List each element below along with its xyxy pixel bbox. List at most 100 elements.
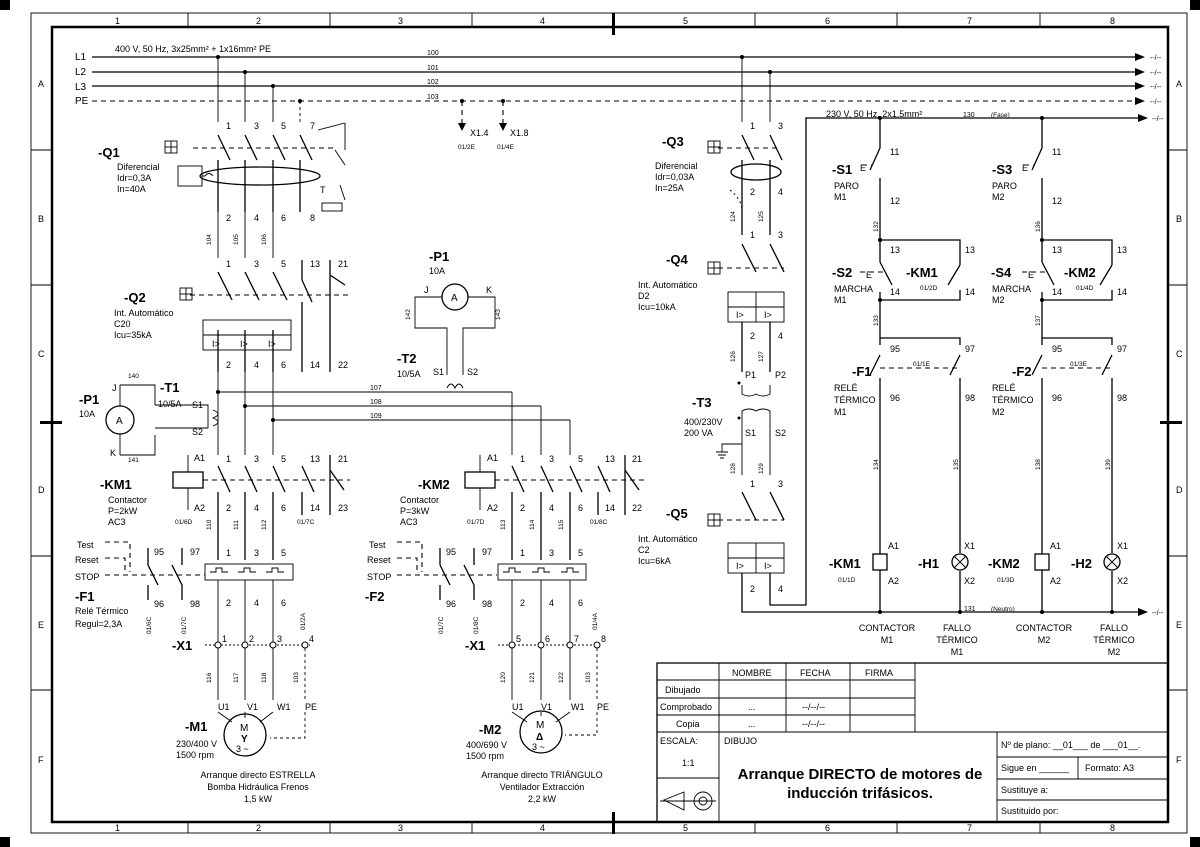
component-tag: -Q1 xyxy=(98,145,120,160)
svg-text:3: 3 xyxy=(778,230,783,240)
svg-text:22: 22 xyxy=(338,360,348,370)
component-desc: Diferencial xyxy=(655,161,698,171)
component-tag: -H2 xyxy=(1071,556,1092,571)
column-label: 8 xyxy=(1110,823,1115,833)
svg-text:4: 4 xyxy=(549,598,554,608)
plan-number: Nº de plano: __01___ de ___01__. xyxy=(1001,740,1140,750)
component-tag: -KM2 xyxy=(1064,265,1096,280)
svg-text:137: 137 xyxy=(1035,315,1042,326)
svg-text:13: 13 xyxy=(310,454,320,464)
column-label: 6 xyxy=(825,16,830,26)
control-caption: M1 xyxy=(881,635,894,645)
svg-text:4: 4 xyxy=(549,503,554,513)
column-label: 4 xyxy=(540,16,545,26)
svg-text:127: 127 xyxy=(758,351,765,362)
bus-line-label: L3 xyxy=(75,82,87,93)
svg-text:V1: V1 xyxy=(541,702,552,712)
reset-button-label: Reset xyxy=(75,555,99,565)
control-caption: M1 xyxy=(951,647,964,657)
formato: Formato: A3 xyxy=(1085,763,1134,773)
svg-text:I>: I> xyxy=(212,339,220,349)
component-desc: In=40A xyxy=(117,184,146,194)
cross-ref: 01/8C xyxy=(590,519,608,526)
svg-text:3: 3 xyxy=(549,454,554,464)
svg-text:14: 14 xyxy=(605,503,615,513)
component-desc: AC3 xyxy=(108,517,126,527)
test-button-label: Test xyxy=(369,540,386,550)
svg-text:A: A xyxy=(451,293,458,304)
column-label: 1 xyxy=(115,823,120,833)
svg-text:21: 21 xyxy=(338,259,348,269)
svg-text:4: 4 xyxy=(778,187,783,197)
svg-text:A1: A1 xyxy=(888,541,899,551)
svg-text:120: 120 xyxy=(500,672,507,683)
svg-text:X2: X2 xyxy=(1117,576,1128,586)
title-block-row-label: Comprobado xyxy=(660,702,712,712)
svg-text:112: 112 xyxy=(261,519,268,530)
svg-text:12: 12 xyxy=(1052,196,1062,206)
component-desc: Icu=35kA xyxy=(114,330,152,340)
svg-text:124: 124 xyxy=(730,211,737,222)
component-desc: M2 xyxy=(992,192,1005,202)
svg-text:107: 107 xyxy=(370,385,382,392)
svg-text:96: 96 xyxy=(890,393,900,403)
svg-text:1: 1 xyxy=(226,454,231,464)
svg-text:--/--: --/-- xyxy=(1152,610,1164,617)
svg-text:6: 6 xyxy=(578,503,583,513)
bus-line-label: L1 xyxy=(75,52,87,63)
svg-text:14: 14 xyxy=(1117,287,1127,297)
svg-text:J: J xyxy=(112,383,117,393)
svg-text:6: 6 xyxy=(281,213,286,223)
svg-text:7: 7 xyxy=(574,634,579,644)
svg-text:E: E xyxy=(1022,163,1028,173)
component-desc: MARCHA xyxy=(992,284,1031,294)
svg-text:2: 2 xyxy=(520,503,525,513)
component-rating: 10A xyxy=(79,409,95,419)
svg-text:PE: PE xyxy=(597,702,609,712)
svg-text:116: 116 xyxy=(206,672,213,683)
svg-text:01/8C: 01/8C xyxy=(473,616,480,634)
component-desc: TÉRMICO xyxy=(992,395,1034,405)
component-tag: -P1 xyxy=(429,249,449,264)
bus-line-label: PE xyxy=(75,96,89,107)
svg-text:A: A xyxy=(116,416,123,427)
svg-text:3: 3 xyxy=(254,454,259,464)
svg-text:I>: I> xyxy=(736,310,744,320)
svg-text:5: 5 xyxy=(281,454,286,464)
control-caption: M2 xyxy=(1108,647,1121,657)
svg-text:21: 21 xyxy=(338,454,348,464)
svg-text:3: 3 xyxy=(277,634,282,644)
svg-text:P1: P1 xyxy=(745,370,756,380)
svg-text:2: 2 xyxy=(249,634,254,644)
svg-text:7: 7 xyxy=(310,121,315,131)
component-desc: C2 xyxy=(638,545,650,555)
svg-text:21: 21 xyxy=(632,454,642,464)
svg-text:1500 rpm: 1500 rpm xyxy=(466,751,504,761)
svg-text:97: 97 xyxy=(1117,344,1127,354)
control-caption: FALLO xyxy=(1100,623,1128,633)
title-block-header: FECHA xyxy=(800,668,831,678)
continuation-ref: --/-- xyxy=(1150,99,1162,106)
svg-text:133: 133 xyxy=(873,315,880,326)
svg-text:3 ~: 3 ~ xyxy=(236,744,249,754)
row-label: B xyxy=(1176,214,1182,224)
component-tag: -M1 xyxy=(185,719,207,734)
svg-text:103: 103 xyxy=(585,672,592,683)
title-block-header: NOMBRE xyxy=(732,668,772,678)
cross-ref: 01/7C xyxy=(297,519,315,526)
component-tag: -KM2 xyxy=(418,477,450,492)
t1-current-transformer: -T1 10/5A S1 S2 xyxy=(155,380,219,437)
svg-text:13: 13 xyxy=(965,245,975,255)
svg-text:E: E xyxy=(1028,270,1034,280)
svg-text:95: 95 xyxy=(1052,344,1062,354)
svg-text:5: 5 xyxy=(578,548,583,558)
column-label: 1 xyxy=(115,16,120,26)
svg-text:3 ~: 3 ~ xyxy=(532,742,545,752)
